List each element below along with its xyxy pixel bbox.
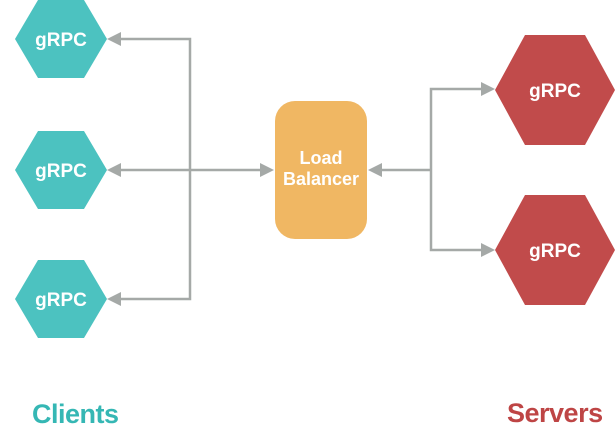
server-node-1-hexagon (495, 35, 615, 145)
client-node-3-hexagon (15, 260, 107, 338)
client-node-2-label: gRPC (35, 161, 87, 182)
client-node-2-hexagon (15, 131, 107, 209)
server-fanout-line (429, 87, 482, 252)
arrowhead-to-server-2-icon (481, 243, 495, 257)
client-connectors (107, 32, 274, 306)
arrowhead-to-client-3-icon (107, 292, 121, 306)
arrowhead-to-client-2-icon (107, 163, 121, 177)
load-balancer-node: Load Balancer (275, 101, 367, 239)
server-connectors (368, 82, 495, 257)
arrowhead-to-lb-right-icon (368, 163, 382, 177)
arrowhead-to-client-1-icon (107, 32, 121, 46)
arrowhead-to-server-1-icon (481, 82, 495, 96)
client-node-1-label: gRPC (35, 30, 87, 51)
server-node-2-hexagon (495, 195, 615, 305)
server-node-1-label: gRPC (529, 81, 581, 102)
load-balancer-box (275, 101, 367, 239)
server-node-2-label: gRPC (529, 241, 581, 262)
client-node-1-hexagon (15, 0, 107, 78)
client-node-3-label: gRPC (35, 290, 87, 311)
client-nodes: gRPC gRPC gRPC (15, 0, 107, 338)
clients-group-label: Clients (32, 399, 119, 429)
load-balancer-label-line1: Load (300, 148, 343, 168)
server-nodes: gRPC gRPC (495, 35, 615, 305)
load-balancer-label-line2: Balancer (283, 169, 359, 189)
servers-group-label: Servers (507, 398, 603, 428)
arrowhead-to-lb-left-icon (260, 163, 274, 177)
